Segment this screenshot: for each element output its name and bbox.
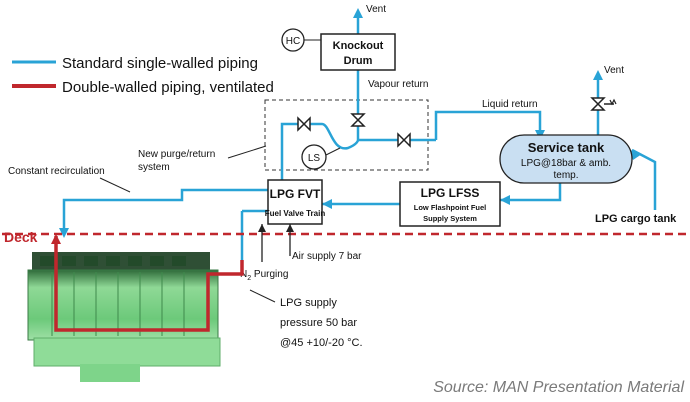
constant-recirculation-label: Constant recirculation	[8, 166, 105, 177]
legend-double-label: Double-walled piping, ventilated	[62, 79, 274, 96]
service-tank-title: Service tank	[528, 140, 605, 155]
purge-valve-icon	[297, 116, 311, 132]
new-purge-label: New purge/return	[138, 149, 215, 160]
n2-purging-label: N2 Purging	[240, 269, 288, 282]
double-walled-piping	[54, 236, 244, 332]
lpg-supply-temperature: @45 +10/-20 °C.	[280, 337, 363, 349]
lpg-lfss-sub-2: Supply System	[423, 214, 477, 223]
lpg-fvt-box	[267, 179, 323, 225]
lpg-fvt-sub: Fuel Valve Train	[265, 209, 326, 218]
vent-valve-icon	[590, 97, 606, 111]
lpg-lfss-title: LPG LFSS	[421, 186, 480, 200]
service-tank-spec-2: temp.	[553, 170, 578, 181]
lpg-lfss-box	[399, 181, 501, 227]
lpg-supply-label: LPG supply	[280, 297, 337, 309]
service-tank-spec: LPG@18bar & amb.	[521, 158, 611, 169]
new-purge-label-2: system	[138, 162, 170, 173]
liquid-return-label: Liquid return	[482, 99, 538, 110]
purge-system-boundary	[264, 99, 429, 171]
service-tank	[499, 134, 633, 184]
source-caption: Source: MAN Presentation Material	[433, 379, 684, 396]
hc-label: HC	[286, 36, 300, 47]
air-supply-label: Air supply 7 bar	[292, 251, 362, 262]
return-valve-icon	[397, 132, 411, 148]
hc-sensor-icon	[281, 28, 305, 52]
knockout-drum-label-2: Drum	[344, 55, 373, 67]
lpg-supply-pressure: pressure 50 bar	[280, 317, 357, 329]
lpg-lfss-sub: Low Flashpoint Fuel	[414, 203, 487, 212]
legend-standard-label: Standard single-walled piping	[62, 55, 258, 72]
knockout-drum-label: Knockout	[333, 40, 384, 52]
ls-sensor-icon	[301, 144, 327, 170]
vapour-valve-icon	[350, 113, 366, 127]
lpg-fvt-title: LPG FVT	[270, 187, 321, 201]
lpg-cargo-tank-label: LPG cargo tank	[595, 213, 677, 225]
vent-top-label: Vent	[366, 4, 386, 15]
valves	[297, 97, 606, 148]
vapour-return-label: Vapour return	[368, 79, 428, 90]
knockout-drum	[320, 33, 396, 71]
deck-label: Deck	[4, 229, 38, 245]
ls-label: LS	[308, 153, 321, 164]
vent-right-label: Vent	[604, 65, 624, 76]
